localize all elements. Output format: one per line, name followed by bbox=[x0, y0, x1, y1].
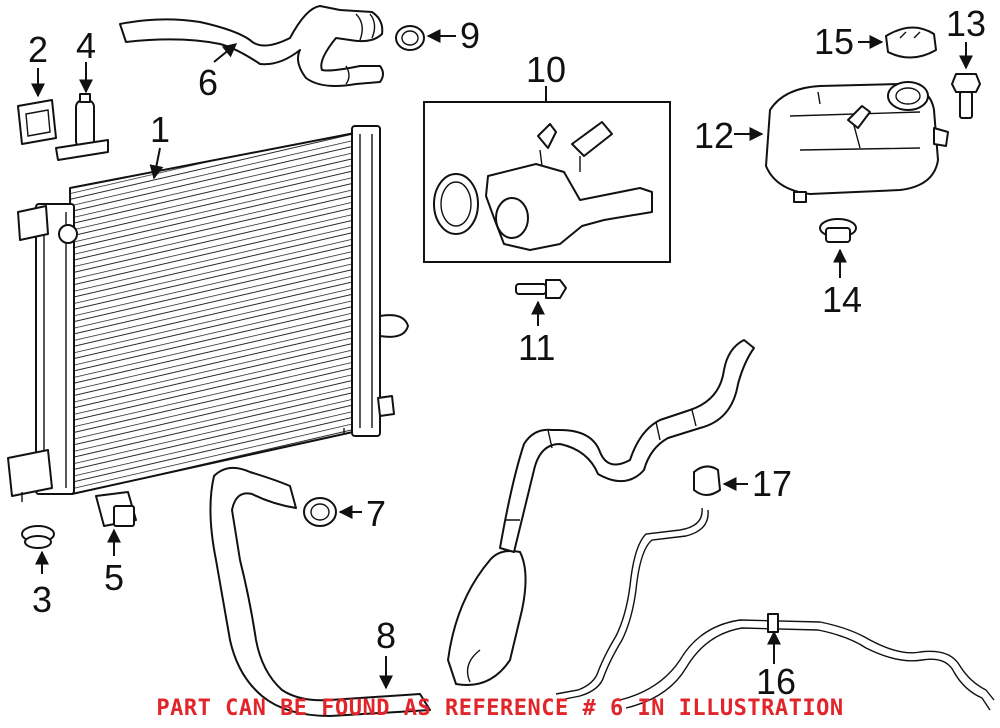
callout-13: 13 bbox=[946, 3, 986, 44]
callout-7: 7 bbox=[366, 493, 386, 534]
part-12-reservoir bbox=[765, 81, 949, 203]
leader-1 bbox=[149, 147, 164, 180]
callout-6: 6 bbox=[198, 62, 218, 103]
callout-5: 5 bbox=[104, 557, 124, 598]
part-2-bracket bbox=[17, 99, 57, 145]
part-4-sensor bbox=[55, 93, 109, 161]
callout-17: 17 bbox=[752, 463, 792, 504]
callout-16: 16 bbox=[756, 661, 796, 702]
part-7-oring bbox=[303, 497, 337, 527]
part-13-screw bbox=[951, 73, 981, 119]
callout-2: 2 bbox=[28, 29, 48, 70]
callout-9: 9 bbox=[460, 15, 480, 56]
radiator bbox=[7, 125, 409, 502]
callout-12: 12 bbox=[694, 115, 734, 156]
callout-14: 14 bbox=[822, 279, 862, 320]
callout-11: 11 bbox=[518, 327, 555, 368]
part-11-bolt bbox=[515, 279, 567, 299]
part-5-connector bbox=[95, 491, 137, 527]
part-6-hose bbox=[119, 5, 384, 87]
part-17-cap bbox=[693, 465, 721, 496]
part-15-cap bbox=[885, 26, 937, 59]
part-10-thermostat-housing bbox=[423, 101, 671, 263]
part-14-plug bbox=[819, 218, 857, 243]
part-3-grommet bbox=[21, 525, 55, 549]
callout-15: 15 bbox=[814, 21, 854, 62]
callout-4: 4 bbox=[76, 25, 96, 66]
part-8-lower-hose bbox=[209, 339, 755, 717]
part-9-oring bbox=[395, 25, 425, 51]
callout-10: 10 bbox=[526, 49, 566, 90]
footer-note: PART CAN BE FOUND AS REFERENCE # 6 IN IL… bbox=[156, 696, 844, 721]
callout-8: 8 bbox=[376, 615, 396, 656]
callout-1: 1 bbox=[150, 109, 170, 150]
callout-3: 3 bbox=[32, 579, 52, 620]
leader-6 bbox=[213, 43, 238, 63]
